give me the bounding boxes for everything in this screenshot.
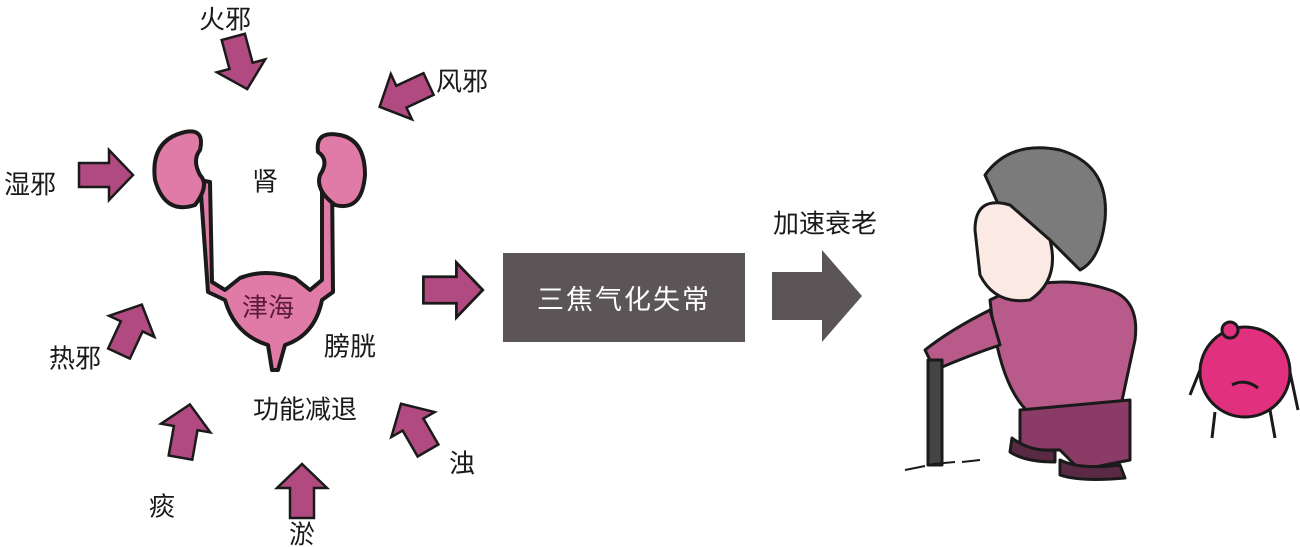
damp-arrow-icon — [77, 148, 135, 202]
to-result-arrow-icon — [772, 250, 862, 342]
to-box-arrow-icon — [422, 261, 485, 319]
label-bladder: 膀胱 — [323, 332, 377, 363]
label-phlegm: 痰 — [148, 492, 176, 523]
label-wind-evil: 风邪 — [435, 67, 489, 98]
label-fire-evil: 火邪 — [198, 5, 252, 36]
label-stasis: 淤 — [288, 520, 316, 547]
elderly-man-icon — [923, 146, 1138, 481]
label-turbid: 浊 — [448, 449, 476, 480]
label-accelerated-aging: 加速衰老 — [772, 209, 878, 240]
fire-arrow-icon — [207, 29, 273, 97]
label-damp-evil: 湿邪 — [3, 170, 57, 201]
ground-marks-icon — [904, 459, 981, 471]
label-fluid-sea: 津海 — [241, 293, 295, 324]
process-box: 三焦气化失常 — [503, 253, 745, 342]
heat-arrow-icon — [95, 292, 166, 366]
phlegm-arrow-icon — [154, 398, 216, 464]
sad-ball-character-icon — [1188, 320, 1300, 439]
turbid-arrow-icon — [378, 390, 451, 465]
wind-arrow-icon — [367, 60, 441, 131]
label-function-decline: 功能减退 — [252, 395, 358, 426]
stasis-arrow-icon — [275, 462, 329, 520]
label-heat-evil: 热邪 — [48, 344, 102, 375]
kidney-bladder-icon — [152, 129, 367, 372]
label-kidney: 肾 — [251, 167, 279, 198]
